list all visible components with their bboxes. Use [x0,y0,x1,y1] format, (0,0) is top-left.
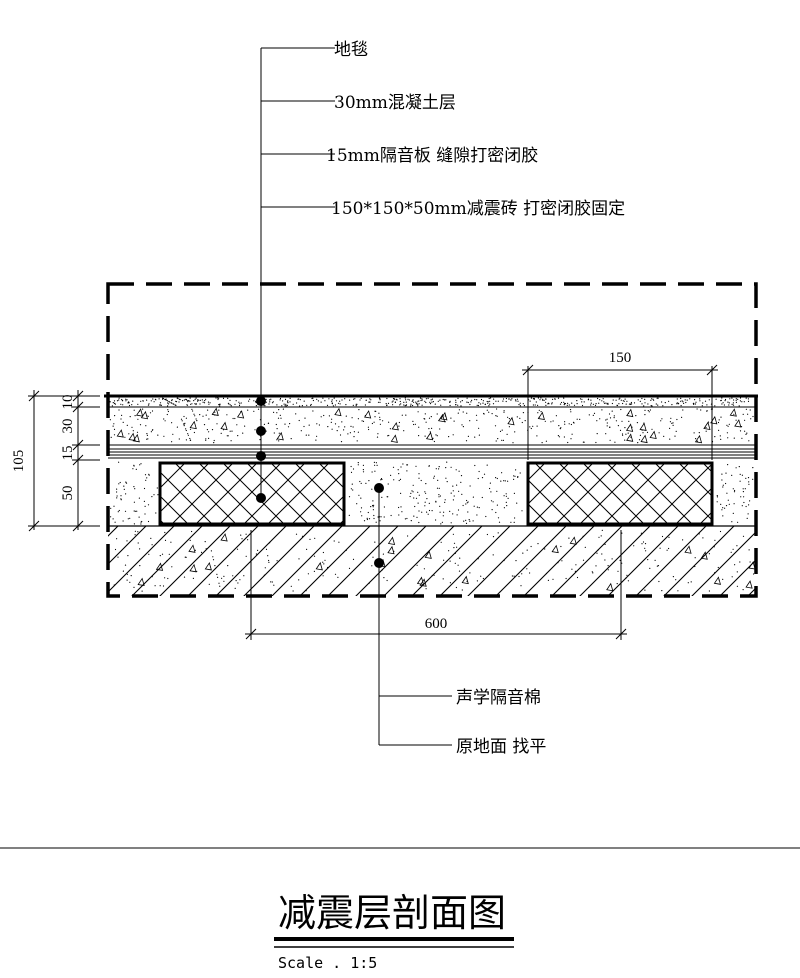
drawing-scale: Scale . 1:5 [278,954,377,972]
leader-bottom-dots [374,483,384,568]
carpet-texture [109,397,750,407]
label-ground-level: 原地面 找平 [456,737,546,757]
leader-bottom [378,488,452,746]
dim-spacing-text: 600 [425,616,448,632]
dim-total-text: 105 [11,450,27,473]
dim-vertical [28,390,100,532]
dim-layer-10-text: 10 [60,395,76,410]
label-concrete: 30mm混凝土层 [334,93,456,113]
dim-tile-width-text: 150 [609,350,632,366]
dim-layer-15-text: 15 [60,446,76,461]
carpet-layer [108,396,756,407]
concrete-texture [109,407,754,444]
leader-top-dots [256,396,266,503]
dim-layer-50-text: 50 [60,486,76,501]
label-soundboard: 15mm隔音板 缝隙打密闭胶 [326,146,538,166]
drawing-title: 减震层剖面图 [278,891,506,935]
damping-tile-right [526,461,714,526]
soundboard-layer [108,444,756,459]
dim-tile-width [522,364,718,460]
dim-spacing [245,530,627,640]
wool-texture [110,461,754,525]
label-acoustic-wool: 声学隔音棉 [456,688,541,708]
section-outline [106,282,758,598]
label-carpet: 地毯 [334,40,368,60]
label-damping-tile: 150*150*50mm减震砖 打密闭胶固定 [331,199,625,219]
leader-top [260,47,335,498]
ground-layer [108,526,756,596]
damping-tile-left [158,461,346,526]
dim-layer-30-text: 30 [60,419,76,434]
